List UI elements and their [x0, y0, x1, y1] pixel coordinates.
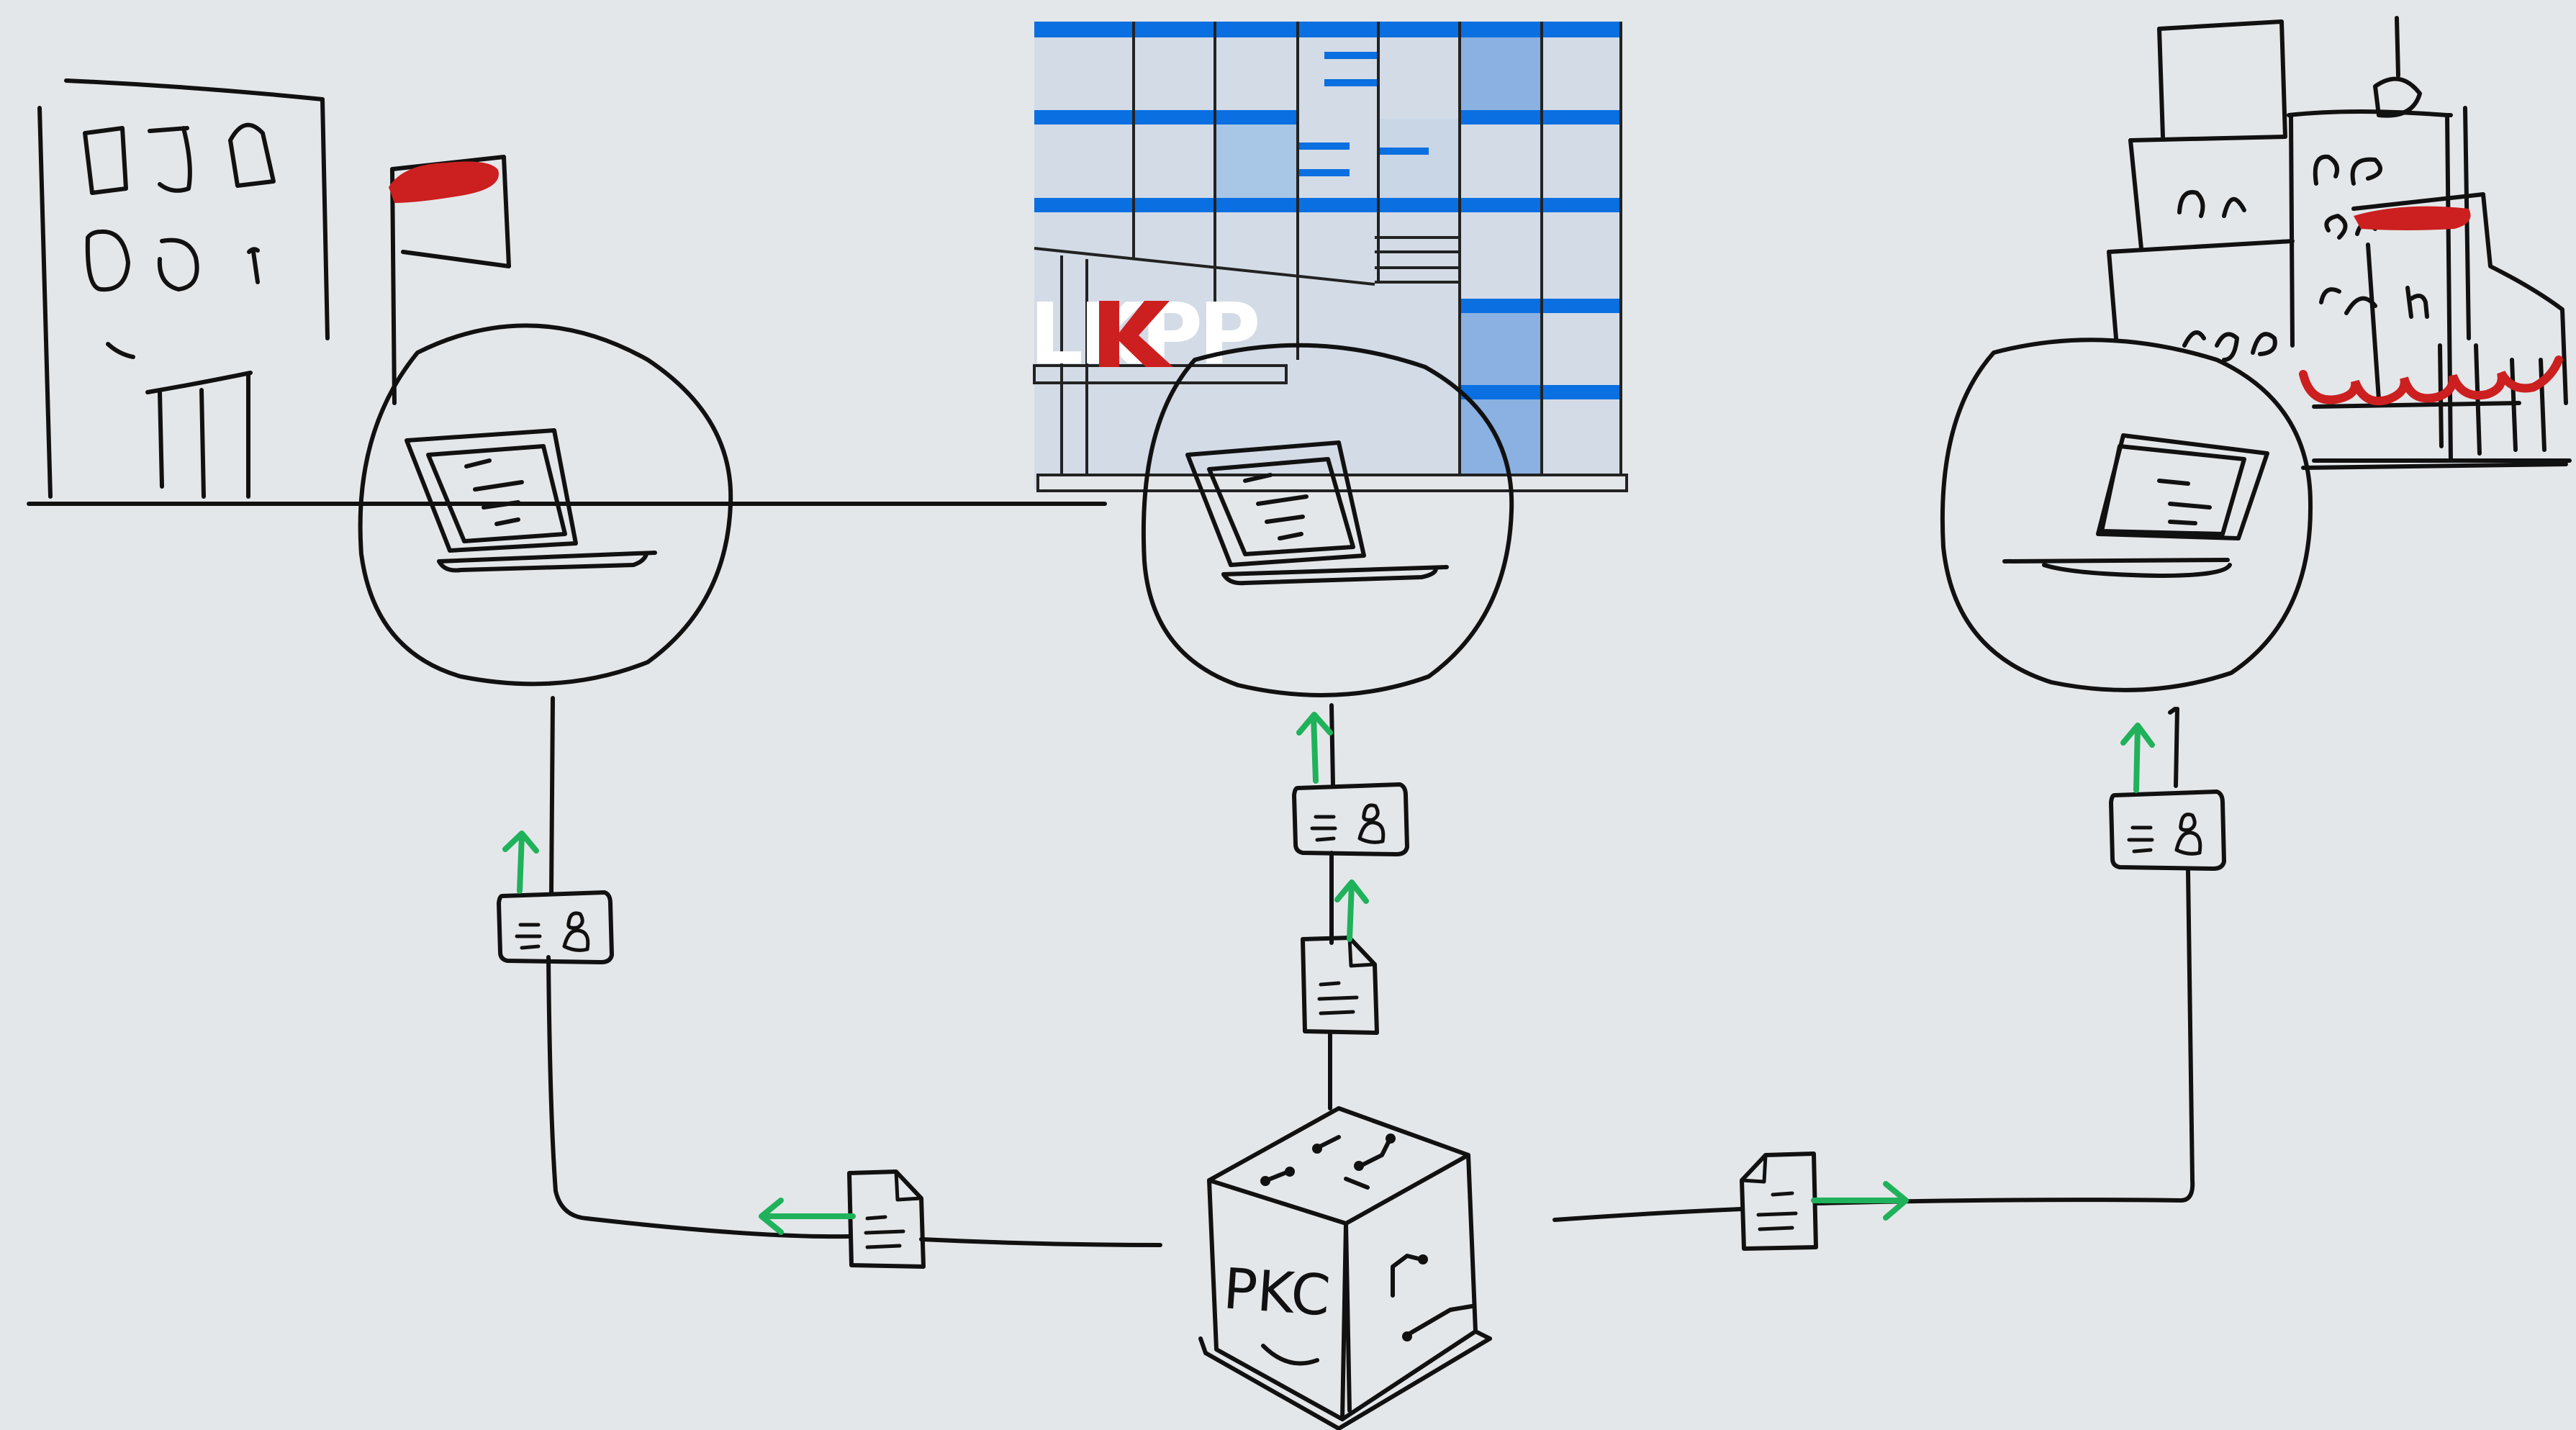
arrow-left-icon	[759, 1198, 856, 1235]
building-ground	[2301, 462, 2568, 470]
government-building-icon: LKPP	[1029, 22, 1628, 492]
laptop-bubble-center	[1141, 343, 1514, 697]
id-card-icon	[497, 890, 614, 964]
arrow-right-icon	[1811, 1181, 1909, 1221]
document-icon	[1740, 1151, 1818, 1251]
arrow-up-icon	[502, 831, 539, 894]
laptop-bubble-right	[1940, 338, 2313, 692]
connection-lines	[546, 696, 2195, 1247]
id-card-icon	[2109, 789, 2226, 871]
arrow-up-icon	[2120, 723, 2155, 793]
document-icon	[847, 1169, 926, 1269]
arrow-up-icon	[1296, 712, 1333, 784]
awning-icon	[2299, 206, 2563, 406]
laptop-bubble-left	[358, 323, 733, 687]
lkpp-logo-mark	[1099, 301, 1173, 367]
id-card-icon	[1292, 782, 1409, 856]
pkc-label: PKC	[1221, 1257, 1332, 1329]
laptop-icon	[2002, 433, 2269, 578]
arrow-up-icon	[1334, 879, 1369, 942]
cube-circuit-dots	[1260, 1133, 1428, 1341]
shop-building-icon	[2107, 16, 2572, 463]
laptop-icon	[1185, 440, 1449, 586]
document-icon	[1301, 936, 1379, 1035]
flag-icon	[389, 155, 511, 405]
laptop-icon	[405, 428, 657, 573]
office-building-icon	[27, 78, 1107, 506]
cube-server-icon	[1198, 1106, 1492, 1430]
